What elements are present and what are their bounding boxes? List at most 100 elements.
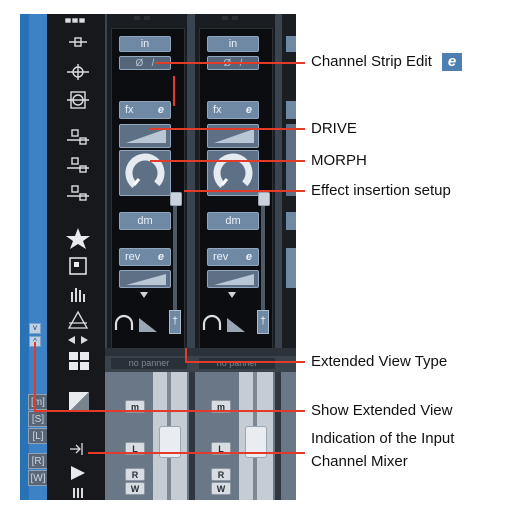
morph-knob [125, 153, 165, 193]
write-button[interactable]: W [211, 482, 231, 495]
morph-control[interactable] [119, 150, 171, 196]
callout-input-indication-line1: Indication of the Input [311, 430, 455, 447]
rev-edit-button[interactable]: e [157, 251, 164, 263]
channel-strip-edit-button[interactable]: e [245, 104, 252, 116]
callout-line-input-indication [88, 452, 305, 454]
listen-button[interactable]: L [211, 442, 231, 455]
routing-icon-2 [67, 185, 89, 201]
level-meter [189, 372, 195, 500]
rev-edit-button[interactable]: e [245, 251, 252, 263]
icon-column [47, 14, 105, 500]
callout-effect-insertion: Effect insertion setup [311, 182, 451, 199]
square-icon [69, 257, 87, 275]
panner-row: no panner no panner [105, 356, 296, 372]
callout-line-show-extended-view [34, 410, 305, 412]
effect-insertion-handle[interactable] [170, 192, 182, 206]
callout-line-morph [150, 160, 305, 162]
channel-strip-edit-button[interactable]: e [157, 104, 164, 116]
rev-label: rev [213, 251, 229, 263]
play-icon [71, 466, 85, 480]
input-button-partial[interactable] [286, 36, 296, 52]
dm-button[interactable]: dm [207, 212, 259, 230]
listen-button[interactable]: L [125, 442, 145, 455]
chevron-down-icon[interactable]: v [29, 323, 41, 334]
left-write-button[interactable]: [W] [28, 470, 48, 486]
panner-display[interactable]: no panner [111, 358, 187, 369]
callout-extended-view-type: Extended View Type [311, 353, 448, 370]
dagger-button[interactable]: † [257, 310, 269, 334]
edit-badge-icon: e [442, 53, 463, 71]
strip-header-mark [232, 16, 238, 20]
callout-line-extended-view-type [185, 361, 305, 363]
sends-icon [67, 91, 89, 109]
star-icon [66, 228, 90, 249]
callout-drive: DRIVE [311, 120, 357, 137]
strip-header-mark [144, 16, 150, 20]
write-button[interactable]: W [125, 482, 145, 495]
callout-morph: MORPH [311, 152, 367, 169]
rev-partial[interactable] [286, 248, 296, 288]
fader-section: m m L L R R W W [105, 372, 296, 500]
rev-button[interactable]: rev e [207, 248, 259, 266]
strip-header-mark [222, 16, 228, 20]
input-arrow-icon [70, 443, 83, 455]
drive-ramp [214, 129, 254, 143]
strip-header-mark [134, 16, 140, 20]
input-button[interactable]: in [207, 36, 259, 52]
rev-button[interactable]: rev e [119, 248, 171, 266]
left-rack-column-inner [29, 14, 47, 500]
strip-separator [105, 348, 296, 356]
rev-level[interactable] [119, 270, 171, 288]
chevron-icon [68, 336, 88, 344]
effect-send-track [261, 200, 265, 326]
callout-channel-strip-edit-text: Channel Strip Edit [311, 53, 432, 70]
dm-button-partial[interactable] [286, 212, 296, 230]
left-solo-button[interactable]: [S] [28, 411, 48, 427]
bars-icon [73, 488, 83, 498]
dm-button[interactable]: dm [119, 212, 171, 230]
mute-button[interactable]: m [125, 400, 145, 413]
level-meter [275, 372, 281, 500]
callout-channel-strip-edit: Channel Strip Edit e [311, 53, 463, 71]
channel-strip-fx-button[interactable]: fx e [207, 101, 259, 119]
rev-label: rev [125, 251, 141, 263]
left-mute-button[interactable]: [m] [28, 394, 48, 410]
rev-level[interactable] [207, 270, 259, 288]
callout-vline-show-extended-view [34, 342, 36, 411]
callout-edit-vline [173, 76, 175, 106]
drive-ramp [126, 129, 166, 143]
rev-ramp [214, 274, 254, 285]
callout-input-indication-line2: Channel Mixer [311, 453, 408, 470]
mixer-panel: v ^ [m] [S] [L] [R] [W] [20, 14, 296, 500]
volume-fader[interactable] [159, 426, 181, 458]
effect-send-track [173, 200, 177, 326]
callout-show-extended-view: Show Extended View [311, 402, 453, 419]
dagger-button[interactable]: † [169, 310, 181, 334]
mute-button[interactable]: m [211, 400, 231, 413]
input-button[interactable]: in [119, 36, 171, 52]
fx-button-partial[interactable] [286, 101, 296, 119]
effect-insertion-handle[interactable] [258, 192, 270, 206]
left-read-button[interactable]: [R] [28, 453, 48, 469]
callout-vline-extended-view-type [185, 348, 187, 362]
read-button[interactable]: R [211, 468, 231, 481]
phase-controls[interactable]: Ø / [119, 56, 171, 70]
eq-icon [67, 157, 89, 173]
read-button[interactable]: R [125, 468, 145, 481]
morph-knob [213, 153, 253, 193]
callout-line-effect-insertion [184, 190, 305, 192]
expand-arrow-icon[interactable] [140, 292, 148, 298]
expand-arrow-icon[interactable] [228, 292, 236, 298]
icon-column-graphics [65, 18, 90, 498]
headphone-icon[interactable] [113, 314, 163, 334]
headphone-icon[interactable] [201, 314, 251, 334]
callout-line-drive [150, 128, 305, 130]
morph-control[interactable] [207, 150, 259, 196]
insert-icon [67, 64, 89, 80]
fx-label: fx [125, 104, 134, 116]
left-listen-button[interactable]: [L] [28, 428, 48, 444]
channel-strip-fx-button[interactable]: fx e [119, 101, 171, 119]
panner-display[interactable]: no panner [199, 358, 275, 369]
meter-icon [71, 288, 85, 302]
volume-fader[interactable] [245, 426, 267, 458]
